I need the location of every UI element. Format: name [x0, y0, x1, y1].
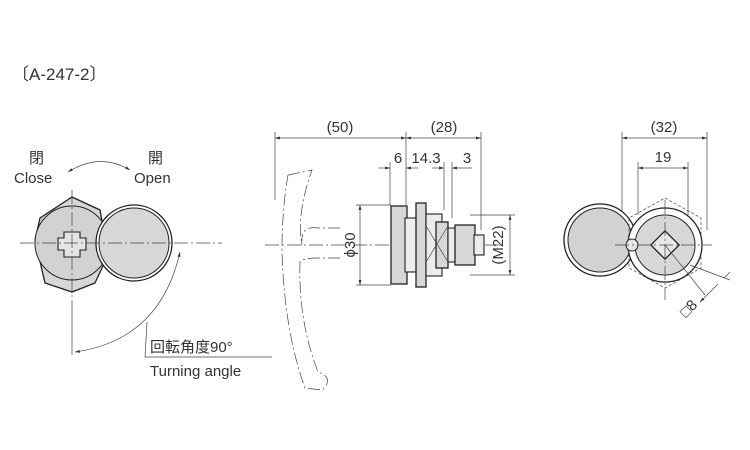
side-view: (50) (28) 6 14.3 3 ϕ30 (M22) — [265, 119, 515, 391]
drawing-title: 〔A-247-2〕 — [12, 65, 106, 84]
rear-view: (32) 19 □8 — [563, 119, 731, 321]
dim-square: □8 — [677, 297, 701, 321]
turning-angle-label: Turning angle — [150, 363, 241, 380]
open-label: Open — [134, 170, 171, 187]
dim-hex: 19 — [655, 149, 672, 166]
t-handle-phantom — [281, 169, 340, 391]
dim-14-3: 14.3 — [411, 150, 440, 167]
dim-diameter: ϕ30 — [342, 232, 359, 257]
lock-body-side — [390, 202, 485, 288]
dim-handle-length: (50) — [327, 119, 354, 136]
front-view: 閉 Close 開 Open 回転角度90° Turning angle — [14, 150, 272, 380]
rotation-arrow — [67, 161, 131, 173]
open-jp-label: 開 — [148, 150, 163, 167]
turning-angle-arrow — [74, 251, 181, 353]
dim-3: 3 — [463, 150, 471, 167]
close-jp-label: 閉 — [29, 150, 44, 167]
dim-width: (32) — [651, 119, 678, 136]
turning-angle-jp: 回転角度90° — [150, 339, 233, 356]
dim-body-length: (28) — [431, 119, 458, 136]
close-label: Close — [14, 170, 52, 187]
dim-6: 6 — [394, 150, 402, 167]
dim-thread: (M22) — [490, 225, 507, 264]
